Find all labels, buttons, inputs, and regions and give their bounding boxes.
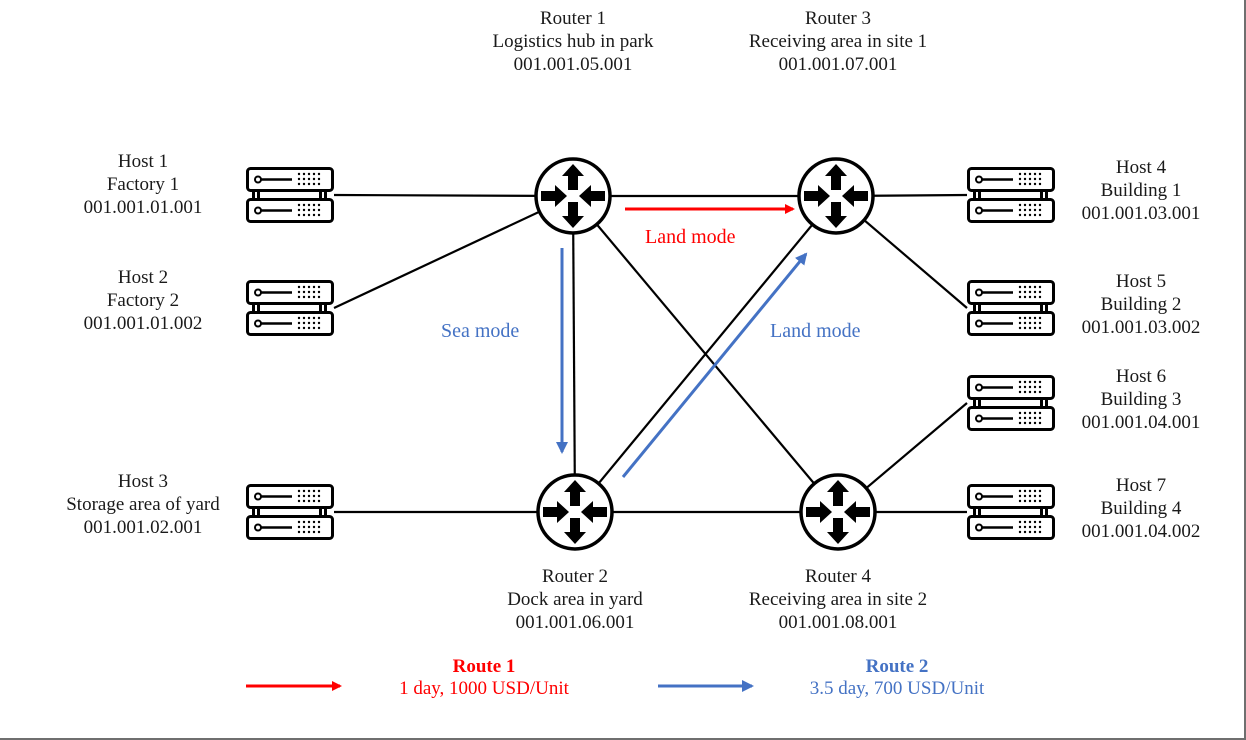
host-5-label: Host 5 Building 2 001.001.03.002 xyxy=(1082,270,1201,339)
router-4-place: Receiving area in site 2 xyxy=(748,589,928,610)
host-5-place: Building 2 xyxy=(1100,294,1182,315)
host-3-name: Host 3 xyxy=(117,471,169,492)
router-4-label: Router 4 Receiving area in site 2 001.00… xyxy=(749,565,927,634)
host-7-name: Host 7 xyxy=(1115,475,1167,496)
router-4-address: 001.001.08.001 xyxy=(778,612,898,633)
route2-arrow-r2-r3 xyxy=(621,252,808,478)
host-5-address: 001.001.03.002 xyxy=(1081,317,1201,338)
host-1-label: Host 1 Factory 1 001.001.01.001 xyxy=(84,150,203,219)
mode-label-r1-r3: Land mode xyxy=(645,226,736,248)
router-3-label: Router 3 Receiving area in site 1 001.00… xyxy=(749,7,927,76)
legend-route1-title: Route 1 xyxy=(452,656,516,677)
host-1-server-icon xyxy=(246,167,334,223)
router-2-place: Dock area in yard xyxy=(507,589,643,610)
router-2-name: Router 2 xyxy=(542,566,608,587)
host-4-name: Host 4 xyxy=(1115,157,1167,178)
mode-label-r2-r3: Land mode xyxy=(770,320,861,342)
legend-route2-detail: 3.5 day, 700 USD/Unit xyxy=(809,678,985,699)
legend-route2: Route 2 3.5 day, 700 USD/Unit xyxy=(810,656,985,700)
host-6-server-icon xyxy=(967,375,1055,431)
host-6-place: Building 3 xyxy=(1100,389,1182,410)
link-router-2-router-3 xyxy=(574,195,837,513)
host-4-place: Building 1 xyxy=(1100,180,1182,201)
host-5-server-icon xyxy=(967,280,1055,336)
host-3-server-icon xyxy=(246,484,334,540)
router-4-router-icon xyxy=(799,473,877,551)
router-1-place: Logistics hub in park xyxy=(492,31,654,52)
router-1-address: 001.001.05.001 xyxy=(513,54,633,75)
host-6-label: Host 6 Building 3 001.001.04.001 xyxy=(1082,365,1201,434)
legend-route1: Route 1 1 day, 1000 USD/Unit xyxy=(399,656,569,700)
host-6-address: 001.001.04.001 xyxy=(1081,412,1201,433)
host-4-label: Host 4 Building 1 001.001.03.001 xyxy=(1082,156,1201,225)
host-7-label: Host 7 Building 4 001.001.04.002 xyxy=(1082,474,1201,543)
router-3-place: Receiving area in site 1 xyxy=(748,31,928,52)
host-7-place: Building 4 xyxy=(1100,498,1182,519)
link-router-1-router-2 xyxy=(571,195,577,513)
legend-route2-title: Route 2 xyxy=(865,656,929,677)
router-1-router-icon xyxy=(534,157,612,235)
mode-label-r1-r2: Sea mode xyxy=(441,320,520,342)
link-host-2-router-1 xyxy=(333,195,574,309)
host-6-name: Host 6 xyxy=(1115,366,1167,387)
host-1-address: 001.001.01.001 xyxy=(83,197,203,218)
host-5-name: Host 5 xyxy=(1115,271,1167,292)
router-2-address: 001.001.06.001 xyxy=(515,612,635,633)
host-2-address: 001.001.01.002 xyxy=(83,313,203,334)
host-4-server-icon xyxy=(967,167,1055,223)
nodes xyxy=(246,157,1055,551)
router-3-address: 001.001.07.001 xyxy=(778,54,898,75)
host-3-place: Storage area of yard xyxy=(66,494,220,515)
router-1-label: Router 1 Logistics hub in park 001.001.0… xyxy=(493,7,654,76)
host-2-server-icon xyxy=(246,280,334,336)
legend-route1-detail: 1 day, 1000 USD/Unit xyxy=(399,678,569,699)
host-7-server-icon xyxy=(967,484,1055,540)
host-1-place: Factory 1 xyxy=(106,174,180,195)
router-2-router-icon xyxy=(536,473,614,551)
host-3-address: 001.001.02.001 xyxy=(83,517,203,538)
router-3-router-icon xyxy=(797,157,875,235)
host-2-label: Host 2 Factory 2 001.001.01.002 xyxy=(84,266,203,335)
link-host-1-router-1 xyxy=(333,193,574,198)
host-3-label: Host 3 Storage area of yard 001.001.02.0… xyxy=(66,470,220,539)
router-4-name: Router 4 xyxy=(805,566,871,587)
host-2-name: Host 2 xyxy=(117,267,169,288)
router-3-name: Router 3 xyxy=(805,8,871,29)
host-4-address: 001.001.03.001 xyxy=(1081,203,1201,224)
host-2-place: Factory 2 xyxy=(106,290,180,311)
router-1-name: Router 1 xyxy=(540,8,606,29)
host-7-address: 001.001.04.002 xyxy=(1081,521,1201,542)
router-2-label: Router 2 Dock area in yard 001.001.06.00… xyxy=(507,565,643,634)
host-1-name: Host 1 xyxy=(117,151,169,172)
route-arrows xyxy=(246,204,808,692)
